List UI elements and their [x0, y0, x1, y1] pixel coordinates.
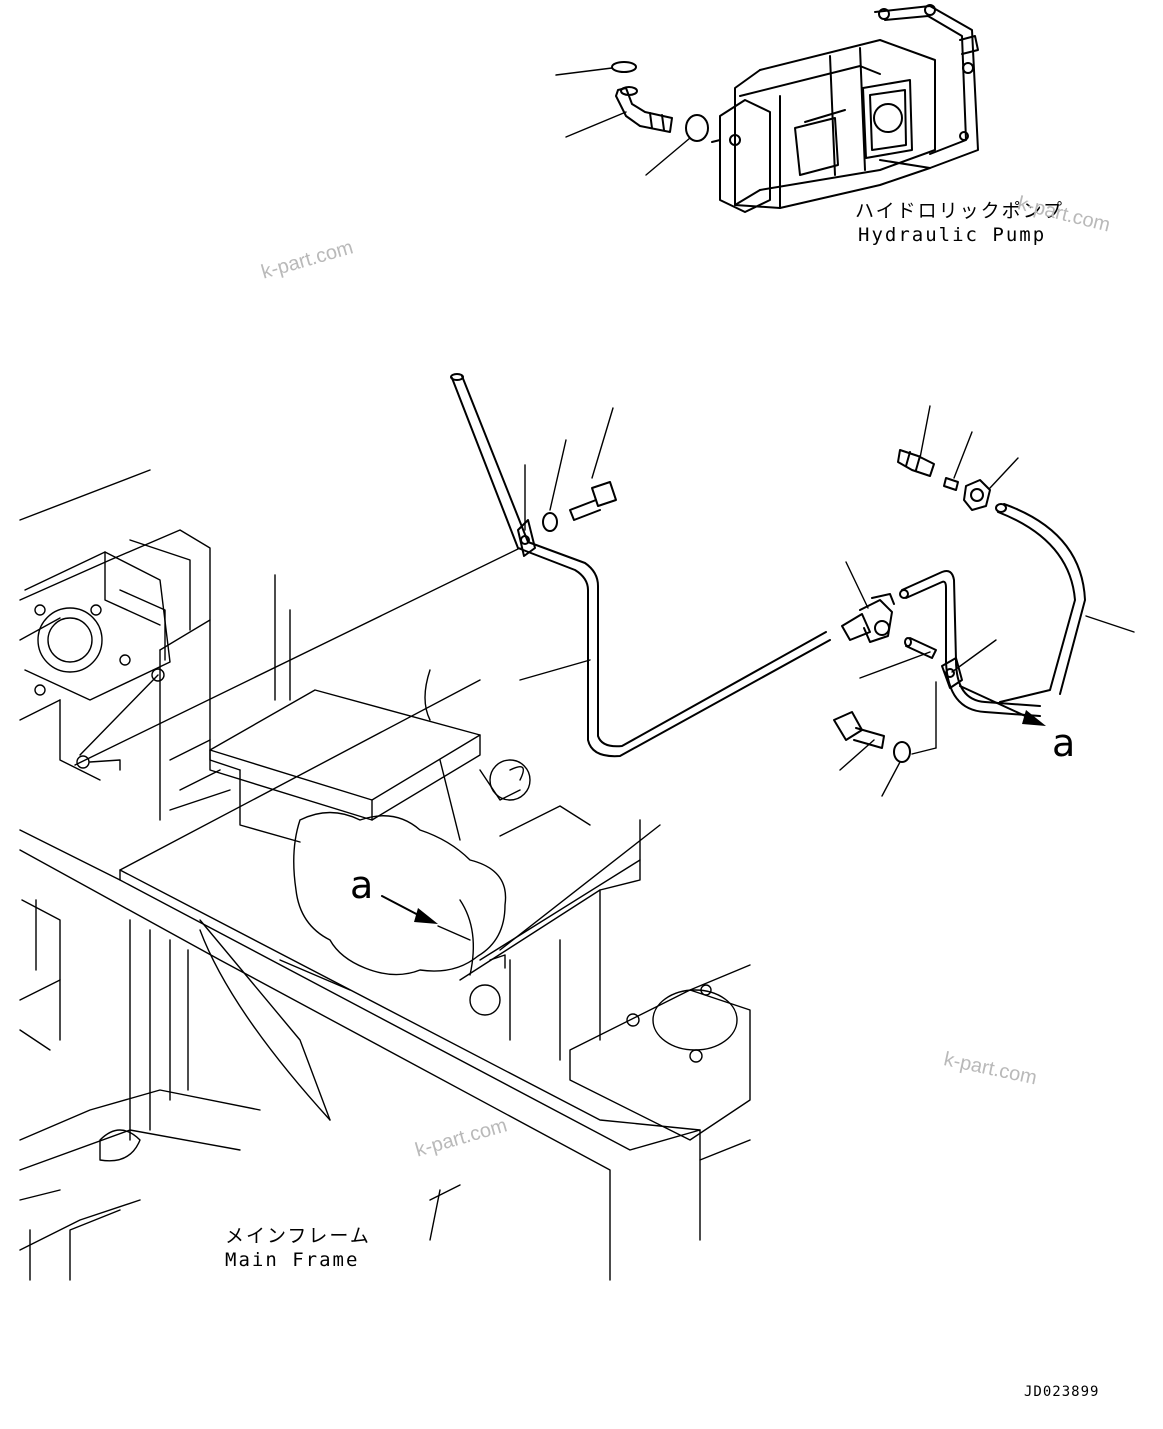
connector-icon — [897, 449, 935, 477]
leader-lines-left-tube — [74, 407, 614, 766]
tube-icon — [450, 373, 831, 758]
frame-label-jp: メインフレーム — [225, 1225, 371, 1247]
leader-lines-pump — [555, 67, 691, 176]
frame-label-en: Main Frame — [225, 1249, 360, 1271]
washer-icon — [542, 512, 558, 532]
bolt-right-icon — [833, 711, 885, 749]
leader-lines-right — [839, 405, 1135, 797]
nut-icon — [963, 479, 991, 511]
washer-right-icon — [893, 741, 911, 763]
pump-label-jp: ハイドロリックポンプ — [855, 200, 1065, 222]
tee-fitting-icon — [841, 593, 895, 643]
elbow-fitting-icon — [611, 61, 673, 133]
arrow-frame-icon — [381, 895, 471, 941]
ref-mark-a-right: a — [1052, 721, 1076, 765]
o-ring-icon — [685, 114, 709, 142]
tube-short-icon — [899, 570, 1041, 717]
clamp-right-icon — [941, 657, 963, 689]
drawing-code: JD023899 — [1024, 1384, 1100, 1400]
main-frame-icon — [19, 469, 751, 1281]
pump-label-en: Hydraulic Pump — [858, 224, 1047, 246]
tube-long-icon — [995, 503, 1086, 703]
bolt-icon — [569, 481, 617, 521]
o-ring-small-icon — [943, 477, 959, 491]
arrow-a-icon — [959, 685, 1046, 726]
ref-mark-a-frame: a — [350, 863, 374, 907]
hydraulic-pump-icon — [711, 4, 979, 213]
pipe-icon — [904, 637, 937, 659]
